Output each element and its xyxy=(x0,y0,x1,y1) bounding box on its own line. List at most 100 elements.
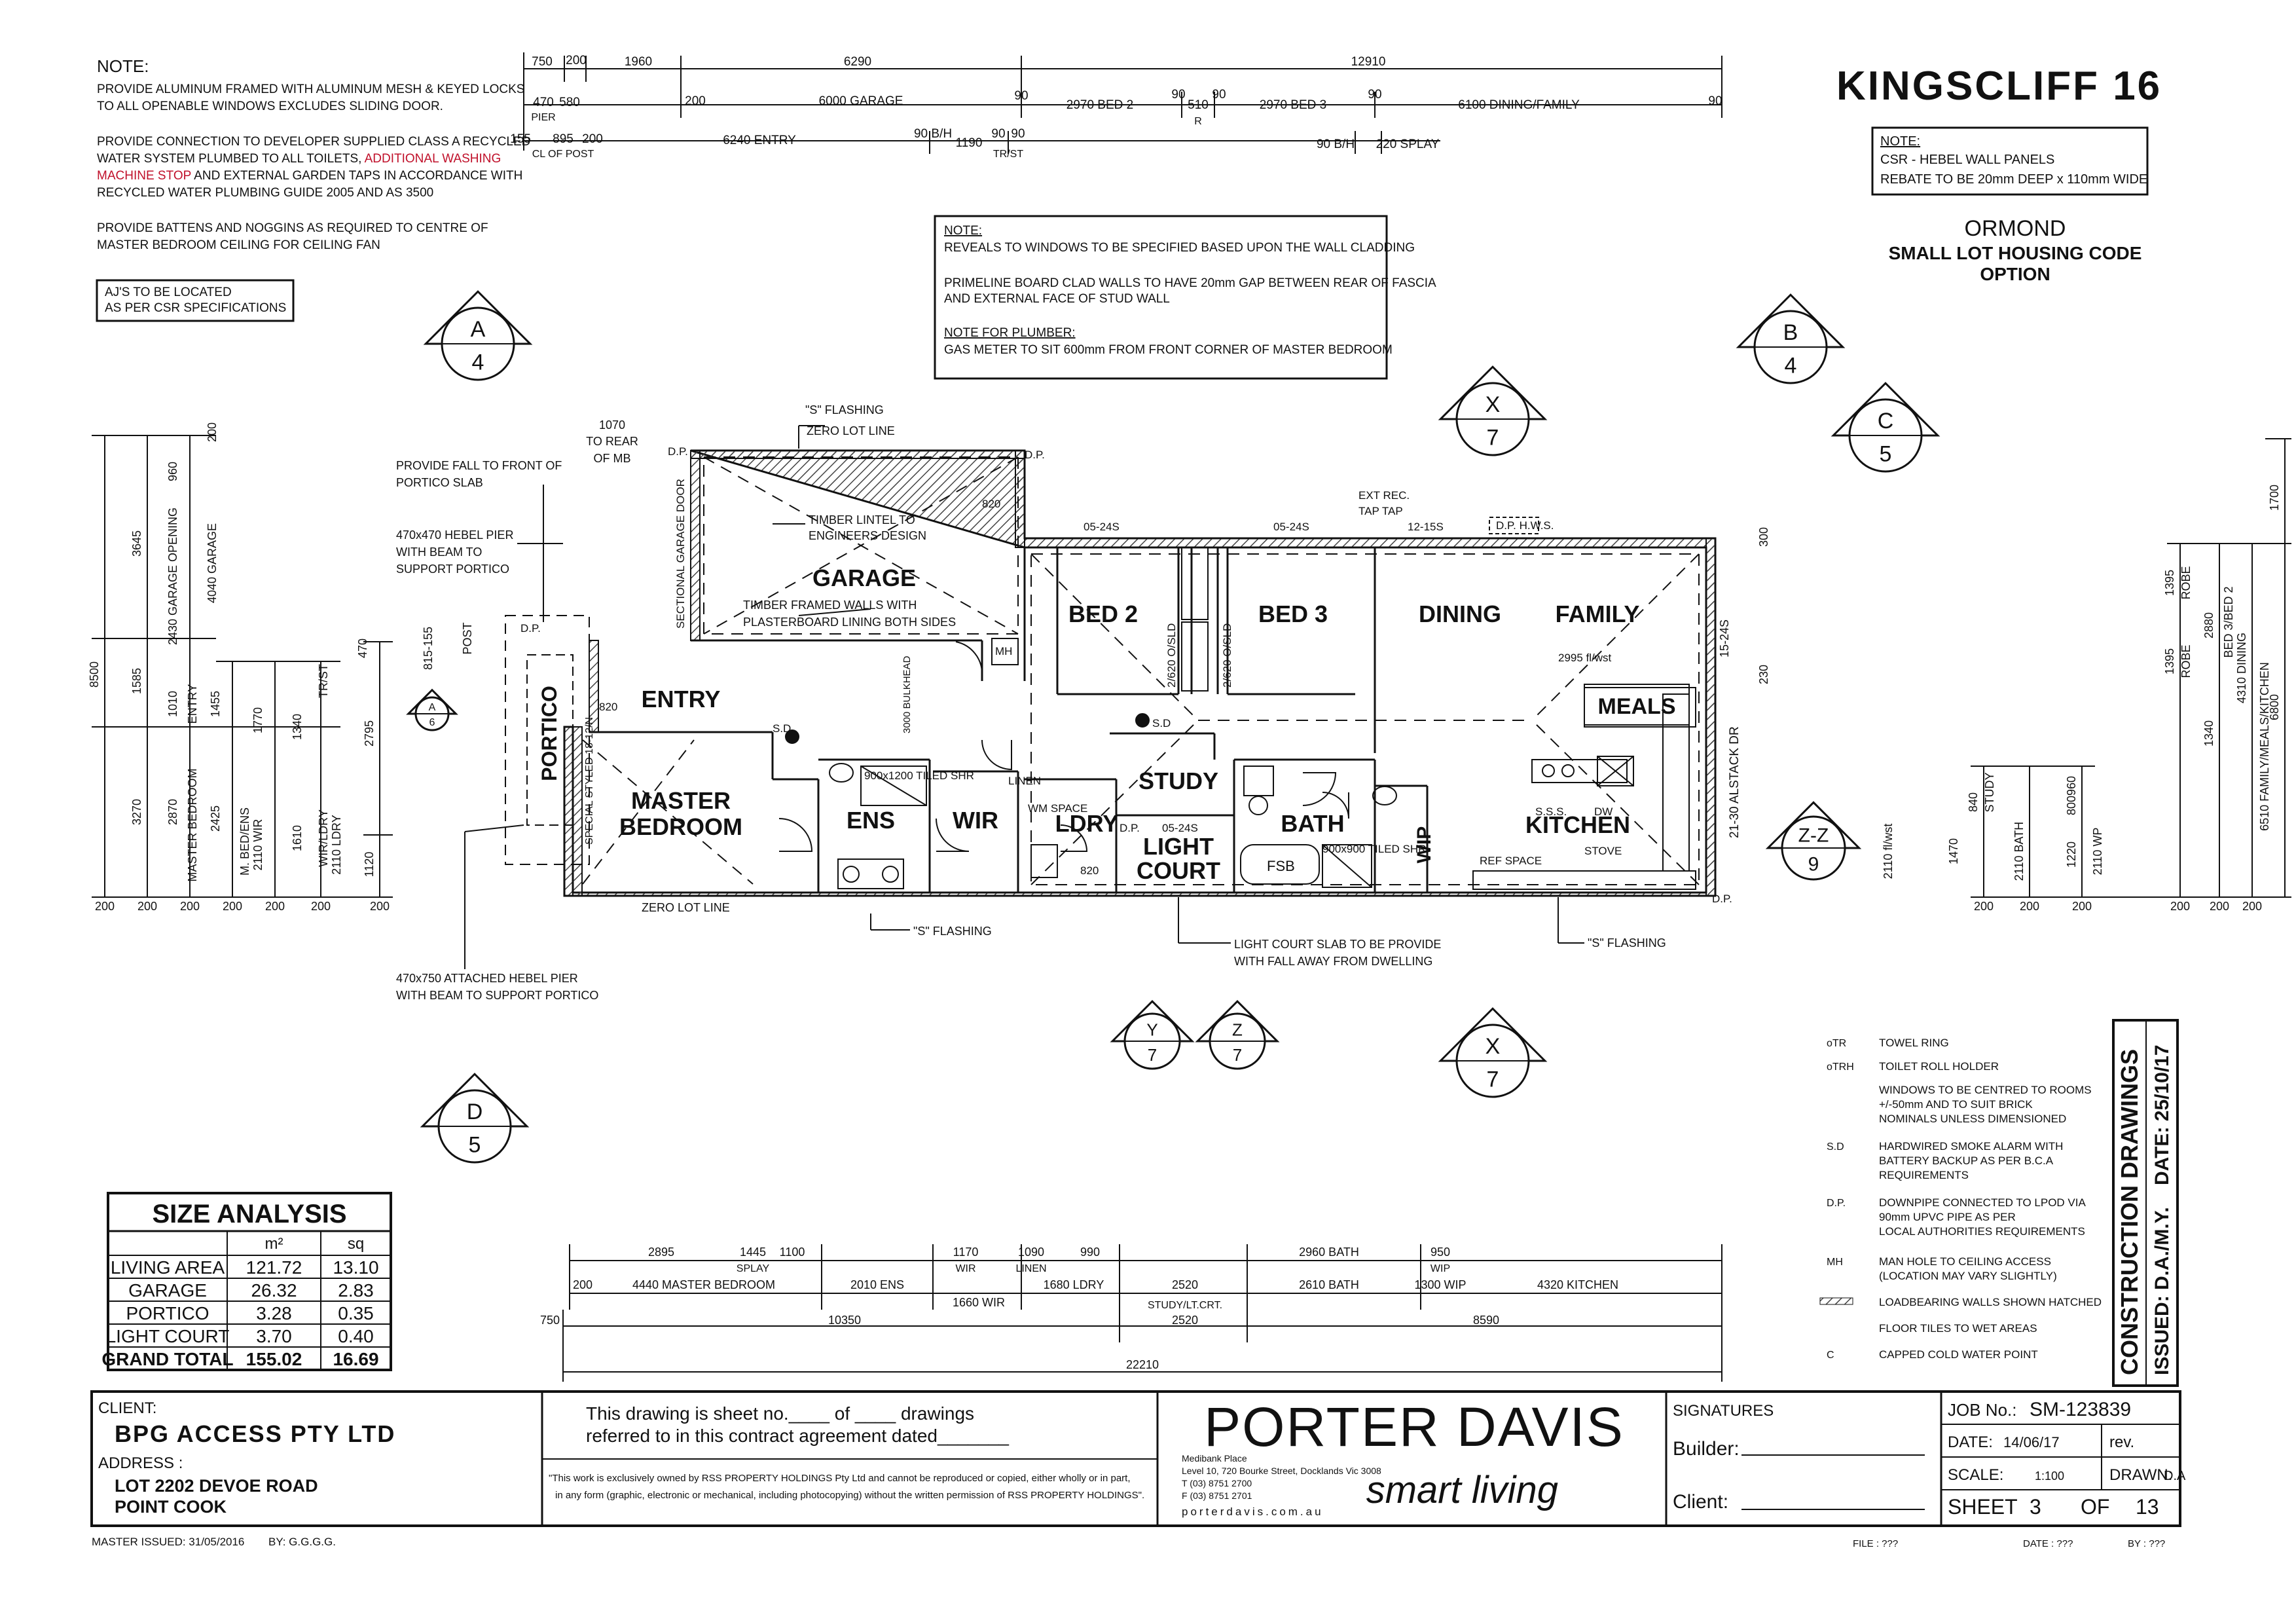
size-row-m2: 3.28 xyxy=(256,1303,292,1323)
dim-label: 22210 xyxy=(1126,1358,1159,1371)
sheet-text: This drawing is sheet no.____ of ____ dr… xyxy=(586,1403,974,1424)
dim-label: MASTER BEDROOM xyxy=(186,768,199,881)
dim-label: TR/ST xyxy=(993,149,1023,160)
room-label-bath: BATH xyxy=(1281,810,1344,837)
size-row-m2: 121.72 xyxy=(246,1257,302,1278)
dim-label: 200 xyxy=(137,900,157,913)
attached-pier-label: WITH BEAM TO SUPPORT PORTICO xyxy=(396,989,598,1002)
client-signature-label: Client: xyxy=(1673,1491,1728,1513)
room-label-entry: ENTRY xyxy=(642,686,721,712)
timber-walls-label: TIMBER FRAMED WALLS WITH xyxy=(743,599,917,612)
dim-label: 200 xyxy=(265,900,285,913)
dim-label: 960 xyxy=(2065,776,2078,796)
ext-rec-label: EXT REC. xyxy=(1358,489,1410,502)
dim-label: 1120 xyxy=(363,852,376,877)
general-note-line: TO ALL OPENABLE WINDOWS EXCLUDES SLIDING… xyxy=(97,100,443,113)
dim-label: 2880 xyxy=(2202,612,2215,638)
size-table-frame xyxy=(107,1192,392,1371)
door-width: 820 xyxy=(1080,864,1099,877)
ceiling-height: 2995 fl/wst xyxy=(1558,652,1612,664)
dim-label: 230 xyxy=(1757,665,1770,684)
dim-label: STUDY xyxy=(1983,772,1996,812)
size-analysis-title: SIZE ANALYSIS xyxy=(152,1200,346,1228)
plan-annotations xyxy=(464,425,1584,969)
center-note-box: NOTE: REVEALS TO WINDOWS TO BE SPECIFIED… xyxy=(934,215,1436,380)
bulkhead-label: 3000 BULKHEAD xyxy=(902,655,913,733)
dim-label: 200 xyxy=(206,422,219,442)
dim-label: 90 xyxy=(1708,94,1722,108)
total-sheets: 13 xyxy=(2136,1495,2159,1519)
dim-label: 1395 xyxy=(2163,570,2176,596)
fixtures xyxy=(785,517,1696,890)
dim-label: 4310 DINING xyxy=(2235,633,2248,703)
special-styled-label: SPECIAL STYLED 18-12/N xyxy=(584,717,595,845)
section-marker: B4 xyxy=(1736,293,1846,384)
size-row-sq: 16.69 xyxy=(333,1349,378,1369)
client-name: BPG ACCESS PTY LTD xyxy=(115,1420,395,1447)
dim-label: 90 xyxy=(1171,88,1185,101)
sliding-door-label: 2/620 O/SLD xyxy=(1221,623,1233,688)
size-row-label: PORTICO xyxy=(126,1303,209,1323)
room-labels: GARAGE BED 2 BED 3 DINING FAMILY ENTRY M… xyxy=(619,564,1639,884)
dim-label: 200 xyxy=(566,54,587,67)
legend-text: NOMINALS UNLESS DIMENSIONED xyxy=(1879,1113,2066,1125)
flashing-label: "S" FLASHING xyxy=(913,925,992,938)
hebel-note-box: NOTE: CSR - HEBEL WALL PANELS REBATE TO … xyxy=(1871,126,2149,196)
general-note: NOTE: PROVIDE ALUMINUM FRAMED WITH ALUMI… xyxy=(97,56,530,252)
drawing-title: KINGSCLIFF 16 xyxy=(1836,64,2162,109)
room-label-kitchen: KITCHEN xyxy=(1525,811,1630,838)
legend-text: TOILET ROLL HOLDER xyxy=(1879,1060,1999,1073)
dim-label: 1170 xyxy=(953,1246,979,1259)
dim-label: 1700 xyxy=(2268,485,2281,511)
dim-label: 3645 xyxy=(130,530,143,557)
size-row-sq: 13.10 xyxy=(333,1257,378,1278)
section-marker: Y7 xyxy=(1110,999,1195,1070)
dim-label: 2110 fl/wst xyxy=(1882,824,1895,879)
top-dimension-labels: 750 200 1960 6290 12910 470 580 200 6000… xyxy=(510,54,1722,160)
room-label-wip: WIP xyxy=(1413,826,1435,864)
dim-label: 200 xyxy=(1974,900,1994,913)
date-footer: DATE : ??? xyxy=(2023,1538,2073,1549)
legend-text: LOCAL AUTHORITIES REQUIREMENTS xyxy=(1879,1225,2085,1238)
general-note-heading: NOTE: xyxy=(97,56,149,76)
dim-label: 200 xyxy=(370,900,390,913)
room-label-dining: DINING xyxy=(1419,600,1501,627)
dim-label: 200 xyxy=(311,900,331,913)
drawn-value: D.A xyxy=(2164,1469,2186,1483)
office-line: T (03) 8751 2700 xyxy=(1182,1478,1252,1488)
dim-label: 1190 xyxy=(956,136,983,150)
dim-label: 2425 xyxy=(209,805,222,832)
sheet-number: 3 xyxy=(2030,1495,2041,1519)
legend-text: TOWEL RING xyxy=(1879,1037,1949,1049)
section-marker-letter: A xyxy=(429,702,436,713)
legend-symbol: S.D xyxy=(1827,1141,1844,1153)
dim-label: STUDY/LT.CRT. xyxy=(1148,1300,1222,1311)
address-label: ADDRESS : xyxy=(98,1454,183,1472)
section-marker: A6 xyxy=(406,688,458,731)
option-line: OPTION xyxy=(1980,264,2050,284)
toilet-icon xyxy=(829,763,854,783)
center-note-line: REVEALS TO WINDOWS TO BE SPECIFIED BASED… xyxy=(944,241,1415,255)
of-label: OF xyxy=(2081,1495,2109,1519)
dim-label: 1585 xyxy=(130,668,143,694)
job-label: JOB No.: xyxy=(1948,1400,2016,1420)
bath-fsb-label: FSB xyxy=(1267,858,1295,874)
external-walls xyxy=(563,449,1717,897)
rear-of-mb-label: OF MB xyxy=(594,452,631,465)
aj-note-box: AJ'S TO BE LOCATED AS PER CSR SPECIFICAT… xyxy=(96,279,295,322)
smoke-alarm-icon xyxy=(1135,713,1150,728)
basin-icon xyxy=(882,866,899,883)
bottom-dimensions xyxy=(562,1244,1722,1382)
section-marker: X7 xyxy=(1438,365,1548,456)
right-dimensions xyxy=(1971,438,2291,898)
dim-label: WIP xyxy=(1430,1263,1450,1274)
copyright-text: "This work is exclusively owned by RSS P… xyxy=(549,1473,1131,1484)
section-marker-sheet: 4 xyxy=(472,350,484,375)
plan-annotation-text: "S" FLASHING ZERO LOT LINE 1070 TO REAR … xyxy=(396,403,1666,1002)
legend-text: REQUIREMENTS xyxy=(1879,1169,1969,1181)
dim-label: 220 SPLAY xyxy=(1376,138,1440,151)
